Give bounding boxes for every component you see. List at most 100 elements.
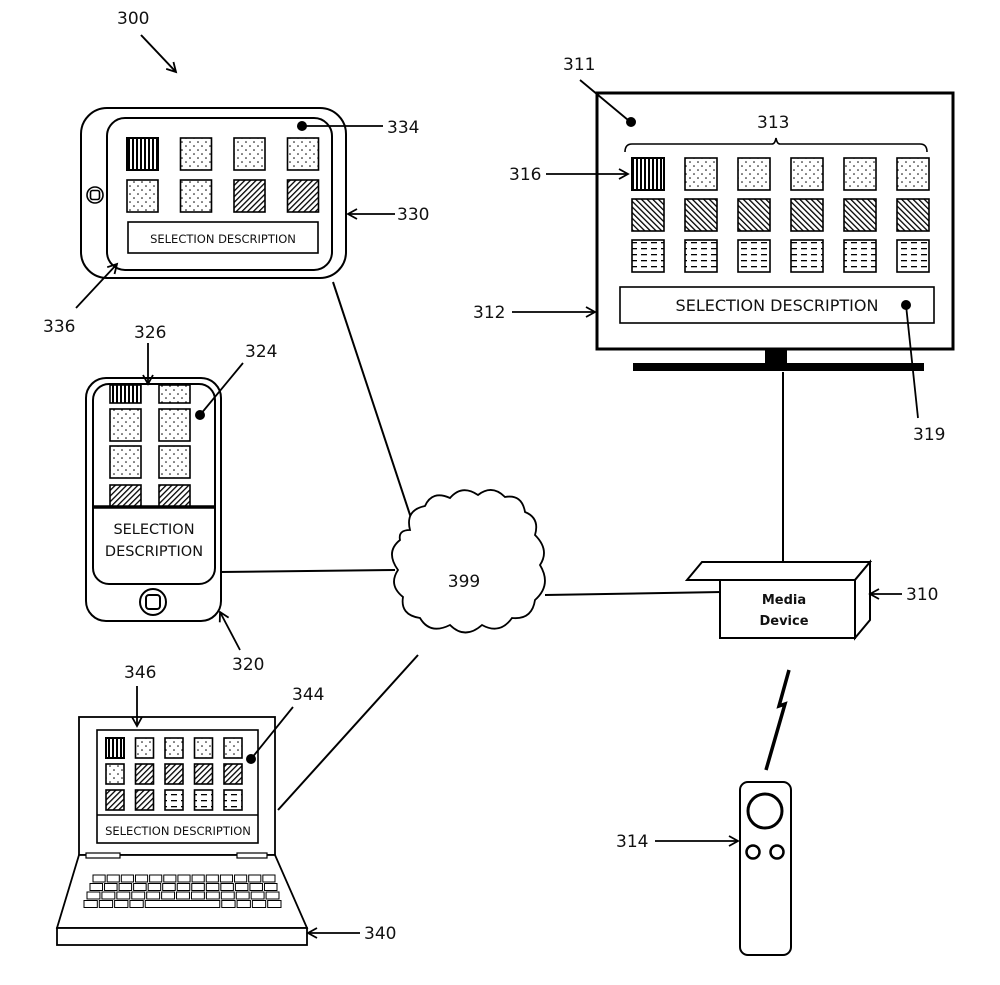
network-media-link [544,591,723,596]
tablet-device-label: 330 [397,205,429,225]
tile-dots[interactable] [684,157,718,191]
remote-body [739,781,792,956]
phone-tile[interactable] [109,408,142,442]
keyboard-key [101,891,116,900]
phone-tile[interactable] [158,408,191,442]
keyboard-key [205,883,220,891]
tile-diagonal-hatch[interactable] [286,179,320,213]
laptop-screen-label: 344 [292,685,324,705]
keyboard-key [248,874,262,883]
phone-description-line1: SELECTION [113,522,194,538]
tile-diagonal-hatch[interactable] [843,198,877,232]
laptop-selected-label: 346 [124,663,156,683]
tile-dots[interactable] [286,137,320,171]
tile-dashes[interactable] [843,239,877,273]
tile-diagonal-hatch[interactable] [233,179,266,213]
tile-diagonal-hatch[interactable] [737,198,771,232]
remote-menu-button-icon[interactable] [745,844,761,860]
remote-touch-ring-icon[interactable] [746,792,784,830]
keyboard-key [120,874,134,883]
tile-dots[interactable] [843,157,877,191]
tile-dots[interactable] [193,737,214,759]
network-label: 399 [448,572,480,592]
tile-dashes[interactable] [896,239,930,273]
tv-stand [633,363,924,371]
tile-dashes[interactable] [790,239,824,273]
keyboard-key [176,883,191,891]
tile-diagonal-hatch[interactable] [134,789,155,811]
keyboard-key [161,891,176,900]
tv-grid-label: 313 [757,113,789,133]
tile-dashes[interactable] [164,789,184,811]
tile-dashes[interactable] [684,239,718,273]
tile-dashes[interactable] [737,239,771,273]
keyboard-key [249,883,263,891]
phone-tile[interactable] [109,484,142,508]
tile-dots[interactable] [179,137,213,171]
keyboard-key [251,900,267,908]
keyboard-key [205,874,219,883]
tablet: SELECTION DESCRIPTION [80,107,347,279]
tile-diagonal-hatch[interactable] [105,789,125,811]
tile-diagonal-hatch[interactable] [896,198,930,232]
tile-vertical-stripes[interactable] [126,137,159,171]
phone-tile[interactable] [158,384,191,404]
keyboard-key [220,891,235,900]
phone-tile[interactable] [109,384,142,404]
keyboard-key [205,891,220,900]
keyboard-key [89,883,104,891]
phone-tile[interactable] [158,484,191,508]
phone-tile[interactable] [109,445,142,479]
tile-dots[interactable] [737,157,771,191]
keyboard-key [118,883,133,891]
tile-diagonal-hatch[interactable] [631,198,665,232]
tile-diagonal-hatch[interactable] [164,763,184,785]
keyboard-key [106,874,120,883]
keyboard-key [114,900,129,908]
phone-tile-list [109,384,191,508]
media-device-text-line2: Device [759,614,808,629]
tile-diagonal-hatch[interactable] [223,763,243,785]
phone-tile[interactable] [158,445,191,479]
tile-dots[interactable] [790,157,824,191]
tile-diagonal-hatch[interactable] [134,763,155,785]
tile-diagonal-hatch[interactable] [790,198,824,232]
keyboard-key [86,891,101,900]
laptop-tile-grid [105,737,243,811]
phone-home-square-icon [145,594,161,610]
tile-diagonal-hatch[interactable] [193,763,214,785]
phone-selected-label: 326 [134,323,166,343]
tile-dots[interactable] [134,737,155,759]
tile-dots[interactable] [179,179,213,213]
tile-dashes[interactable] [223,789,243,811]
tile-dashes[interactable] [193,789,214,811]
phone-device-arrow [218,610,241,651]
tile-diagonal-hatch[interactable] [684,198,718,232]
figure-label: 300 [117,9,149,29]
tile-dots[interactable] [164,737,184,759]
keyboard-key [162,883,176,891]
tile-vertical-stripes[interactable] [105,737,125,759]
tv-description-text: SELECTION DESCRIPTION [676,296,879,315]
keyboard-key [262,874,276,883]
keyboard-key [134,874,149,883]
tile-dots[interactable] [126,179,159,213]
keyboard-key [149,874,163,883]
grid-brace [624,137,928,153]
tile-dots[interactable] [233,137,266,171]
tile-dots[interactable] [896,157,930,191]
keyboard-key [235,891,250,900]
tile-dots[interactable] [105,763,125,785]
keyboard-key [133,883,147,891]
keyboard-key [191,874,205,883]
laptop-hinge [85,852,121,859]
tile-dots[interactable] [223,737,243,759]
keyboard-key [131,891,146,900]
tile-vertical-stripes[interactable] [631,157,665,191]
remote-play-button-icon[interactable] [769,844,785,860]
tablet-tile-grid [126,137,320,213]
tile-dashes[interactable] [631,239,665,273]
keyboard-key [250,891,265,900]
tv-neck [765,349,787,363]
cloud-icon [391,489,546,634]
